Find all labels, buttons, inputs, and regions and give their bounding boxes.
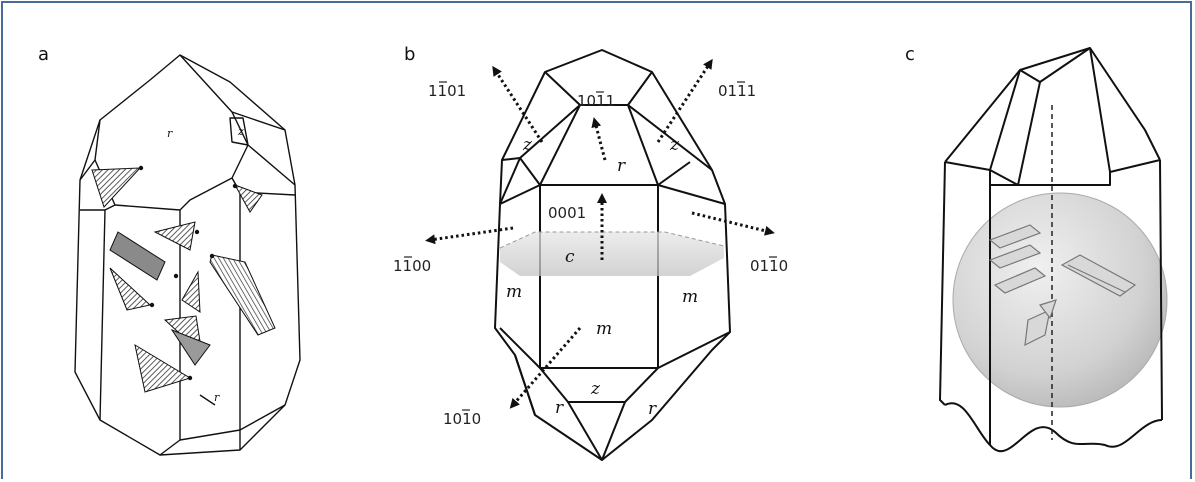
face-c: c — [565, 247, 575, 267]
svg-text:1101: 1101 — [428, 82, 466, 100]
face-m-right: m — [682, 287, 698, 307]
face-label-z-upper: z — [237, 125, 244, 138]
face-label-r-bottom: r — [214, 391, 220, 404]
face-z-bottom: z — [590, 379, 601, 399]
svg-text:1010: 1010 — [443, 410, 481, 428]
crystal-b: 1101 1011 0111 0001 1100 0110 1010 — [393, 49, 788, 461]
index-10-10: 1010 — [443, 409, 481, 428]
index-1-100: 1100 — [393, 256, 431, 275]
sphere — [952, 192, 1168, 408]
panel-c-label: c — [905, 44, 915, 65]
crystal-c — [939, 47, 1168, 453]
index-01-10: 0110 — [750, 256, 788, 275]
index-01-11: 0111 — [718, 81, 756, 100]
index-10-11: 1011 — [577, 91, 615, 110]
face-r-bottom-left: r — [555, 398, 564, 418]
svg-text:0111: 0111 — [718, 82, 756, 100]
face-z-right: z — [669, 135, 680, 155]
index-1-101: 1101 — [428, 81, 466, 100]
panel-b: b — [393, 44, 788, 461]
face-m-center: m — [596, 319, 612, 339]
face-r-top: r — [617, 156, 626, 176]
index-0001: 0001 — [548, 204, 586, 222]
svg-text:1100: 1100 — [393, 257, 431, 275]
panel-c: c — [905, 44, 1168, 453]
face-m-left: m — [506, 282, 522, 302]
panel-a-label: a — [38, 44, 49, 65]
panel-b-label: b — [404, 44, 415, 65]
svg-text:1011: 1011 — [577, 92, 615, 110]
crystal-a: r z r — [74, 54, 301, 456]
face-label-r-top: r — [167, 127, 173, 140]
face-r-bottom-right: r — [648, 399, 657, 419]
panel-a: a — [38, 44, 301, 456]
face-z-left: z — [522, 135, 533, 155]
svg-text:0110: 0110 — [750, 257, 788, 275]
